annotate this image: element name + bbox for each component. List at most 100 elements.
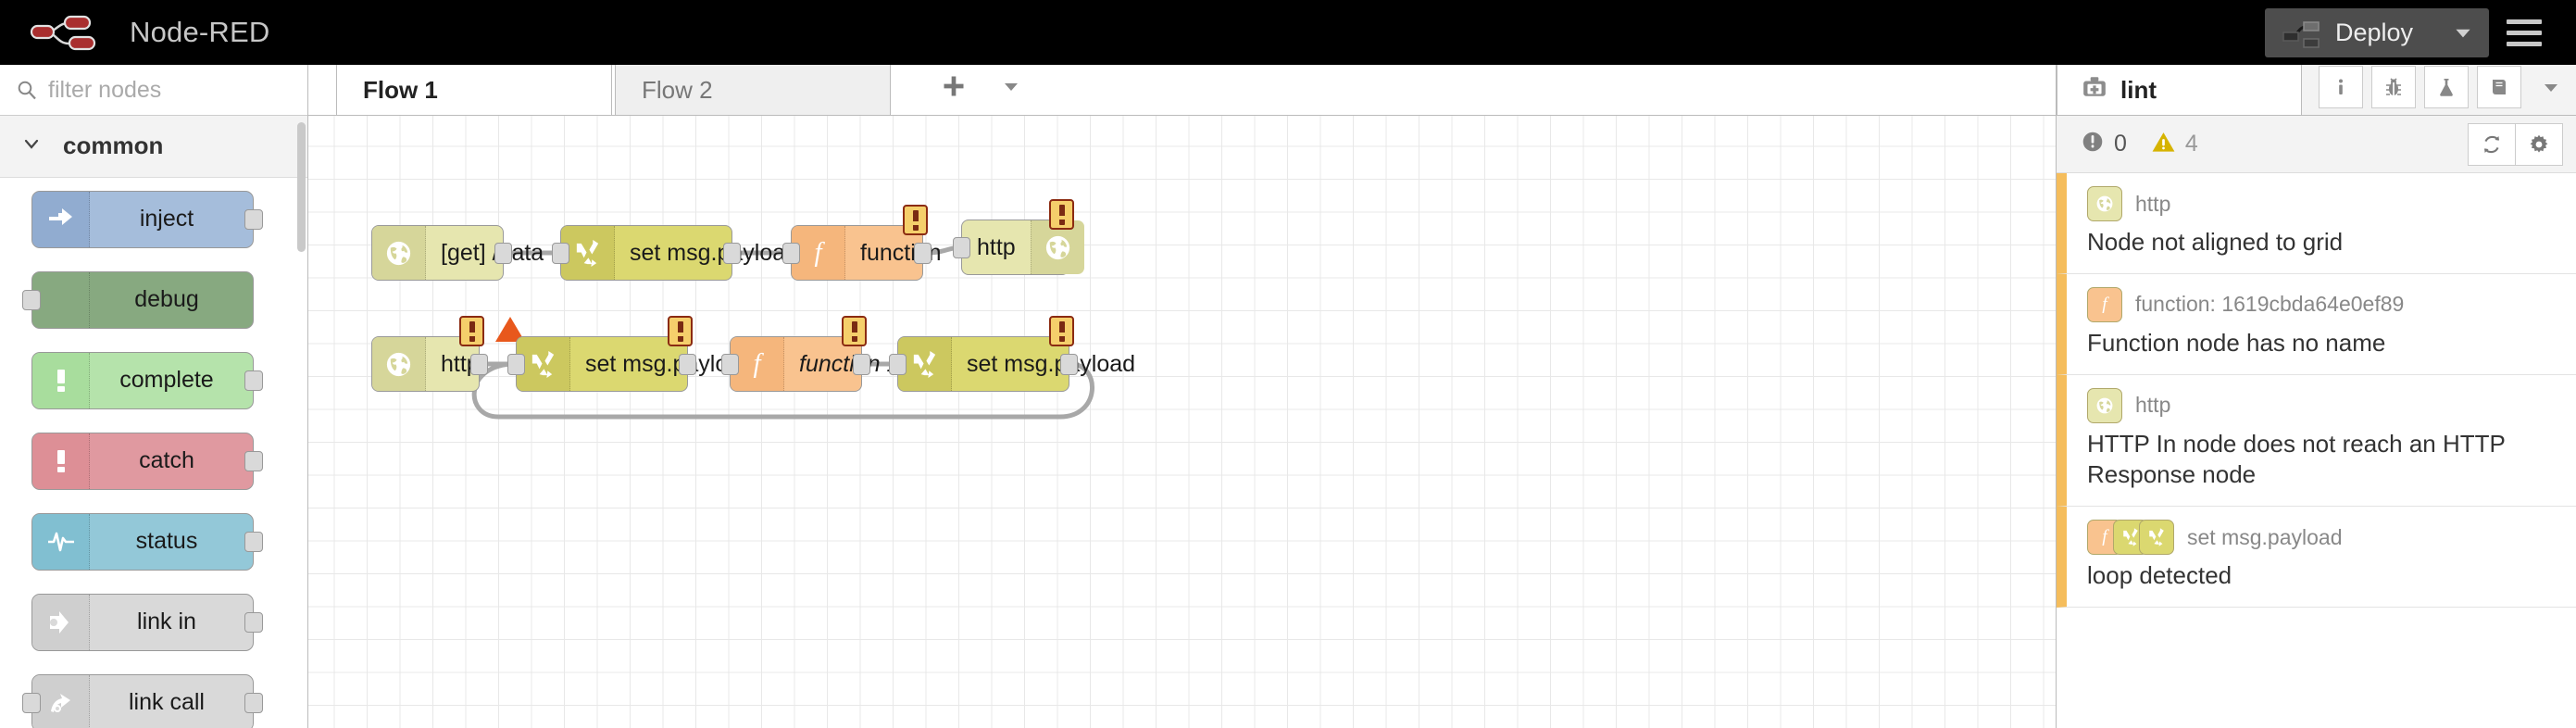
flow-node-change-1[interactable]: set msg.payload [552, 225, 798, 281]
palette-node-label: debug [134, 286, 199, 313]
info-tab-button[interactable] [2319, 66, 2363, 108]
node-input-port[interactable] [552, 243, 569, 264]
palette-node-label: status [135, 528, 198, 555]
palette-scrollbar[interactable] [297, 122, 306, 252]
node-input-port[interactable] [721, 354, 739, 375]
lint-message: Node not aligned to grid [2087, 228, 2344, 256]
palette-node-output-port[interactable] [244, 531, 263, 552]
deploy-label: Deploy [2334, 18, 2413, 46]
lint-chip-stack: f [2087, 286, 2122, 322]
lint-error-count-group: 0 [2081, 130, 2127, 158]
lint-node-chip [2087, 186, 2122, 221]
node-input-port[interactable] [782, 243, 800, 264]
exclamation-icon [32, 352, 90, 408]
node-input-port[interactable] [889, 354, 907, 375]
node-warning-badge-icon[interactable] [842, 316, 867, 346]
node-warning-badge-icon[interactable] [1049, 199, 1074, 230]
palette-node-link-call[interactable]: link call [22, 673, 263, 728]
palette-node-link-in[interactable]: link in [31, 593, 263, 651]
debug-tab-button[interactable] [2371, 66, 2416, 108]
palette-node-label: complete [119, 367, 214, 394]
link-in-icon [32, 594, 90, 650]
palette-node-complete[interactable]: complete [31, 351, 263, 409]
node-output-port[interactable] [723, 243, 741, 264]
deploy-button[interactable]: Deploy [2264, 7, 2489, 57]
flow-node-label: set msg.payload [967, 350, 1136, 377]
node-output-port[interactable] [470, 354, 488, 375]
debug-blank-icon [32, 271, 90, 328]
palette-node-input-port[interactable] [22, 692, 41, 713]
node-warning-badge-icon[interactable] [1049, 316, 1074, 346]
exclamation-icon [32, 433, 90, 489]
tab-lint[interactable]: lint [2057, 64, 2302, 115]
add-flow-button[interactable] [925, 65, 982, 107]
lint-node-name: set msg.payload [2187, 524, 2343, 549]
node-input-port[interactable] [507, 354, 525, 375]
deploy-chevron-down-icon[interactable] [2441, 8, 2485, 57]
test-tab-button[interactable] [2424, 66, 2469, 108]
flow-node-http-in-2[interactable]: http [371, 316, 525, 392]
app-header: Node-RED Deploy [0, 0, 2576, 65]
palette-node-output-port[interactable] [244, 208, 263, 230]
lint-refresh-button[interactable] [2468, 122, 2516, 166]
tab-flow-1[interactable]: Flow 1 [336, 64, 612, 115]
sidebar-menu-chevron-down-icon[interactable] [2530, 66, 2572, 108]
change-icon [561, 226, 615, 280]
palette-node-list: inject debug complete catch status link in lin… [0, 178, 307, 728]
node-output-port[interactable] [1060, 354, 1078, 375]
lint-settings-button[interactable] [2515, 122, 2563, 166]
function-icon: f [792, 226, 845, 280]
node-input-port[interactable] [953, 237, 970, 258]
palette-node-inject[interactable]: inject [31, 190, 263, 248]
palette-node-output-port[interactable] [244, 370, 263, 391]
flow-tab-bar: Flow 1 Flow 2 [308, 64, 2056, 116]
palette-node-output-port[interactable] [244, 692, 263, 713]
deploy-icon [2280, 17, 2322, 48]
node-output-port[interactable] [914, 243, 932, 264]
palette-node-output-port[interactable] [244, 450, 263, 471]
lint-node-chip [2139, 520, 2174, 556]
node-output-port[interactable] [853, 354, 870, 375]
hamburger-menu-icon[interactable] [2489, 0, 2559, 65]
help-tab-button[interactable] [2477, 66, 2521, 108]
flow-node-change-2[interactable]: set msg.payload [507, 316, 754, 392]
flow-node-http-in-get-data[interactable]: [get] /data [371, 225, 544, 281]
palette-node-debug[interactable]: debug [22, 270, 254, 329]
node-warning-badge-icon[interactable] [903, 205, 928, 235]
flow-node-http-response[interactable]: http [953, 199, 1084, 275]
palette-node-catch[interactable]: catch [31, 432, 263, 490]
palette-node-input-port[interactable] [22, 289, 41, 310]
flow-menu-chevron-down-icon[interactable] [982, 65, 1040, 107]
palette-node-status[interactable]: status [31, 512, 263, 571]
flow-node-label: function 1 [799, 350, 900, 377]
node-output-port[interactable] [494, 243, 512, 264]
flow-node-change-3[interactable]: set msg.payload [889, 316, 1135, 392]
node-warning-badge-icon[interactable] [459, 316, 484, 346]
node-warning-badge-icon[interactable] [668, 316, 693, 346]
lint-chip-stack: f [2087, 520, 2174, 556]
lint-node-name: function: 1619cbda64e0ef89 [2135, 292, 2405, 317]
palette-node-label: catch [139, 447, 194, 474]
svg-text:f: f [814, 238, 825, 267]
tab-flow-2[interactable]: Flow 2 [615, 64, 891, 115]
palette-node-output-port[interactable] [244, 611, 263, 633]
lint-item-header: f function: 1619cbda64e0ef89 [2087, 286, 2554, 322]
palette-category-common[interactable]: common [0, 116, 307, 178]
node-output-port[interactable] [679, 354, 696, 375]
header-actions: Deploy [2264, 0, 2576, 65]
globe-icon [372, 337, 426, 391]
lint-error-count: 0 [2114, 131, 2127, 157]
search-input[interactable] [48, 76, 291, 104]
palette-search-bar[interactable] [0, 65, 307, 116]
lint-message: HTTP In node does not reach an HTTP Resp… [2087, 429, 2506, 489]
lint-node-name: http [2135, 393, 2171, 418]
